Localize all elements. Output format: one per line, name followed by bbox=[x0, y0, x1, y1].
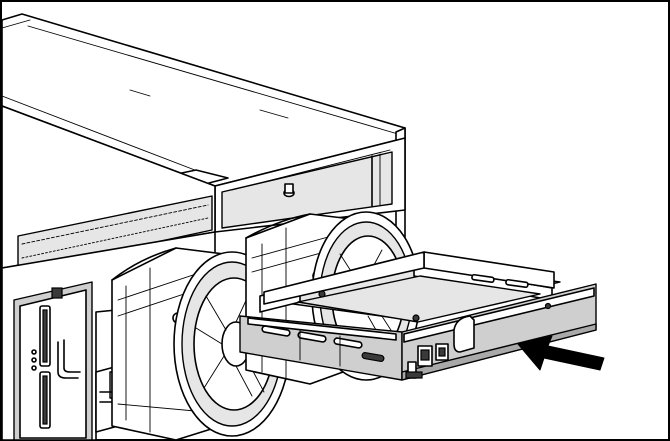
vent-strip bbox=[17, 195, 213, 273]
tray-handle[interactable] bbox=[453, 315, 475, 353]
insertion-direction-arrow bbox=[517, 335, 605, 371]
drive-bay-opening bbox=[221, 151, 393, 229]
io-handle[interactable] bbox=[57, 341, 79, 379]
io-latch bbox=[51, 287, 63, 299]
